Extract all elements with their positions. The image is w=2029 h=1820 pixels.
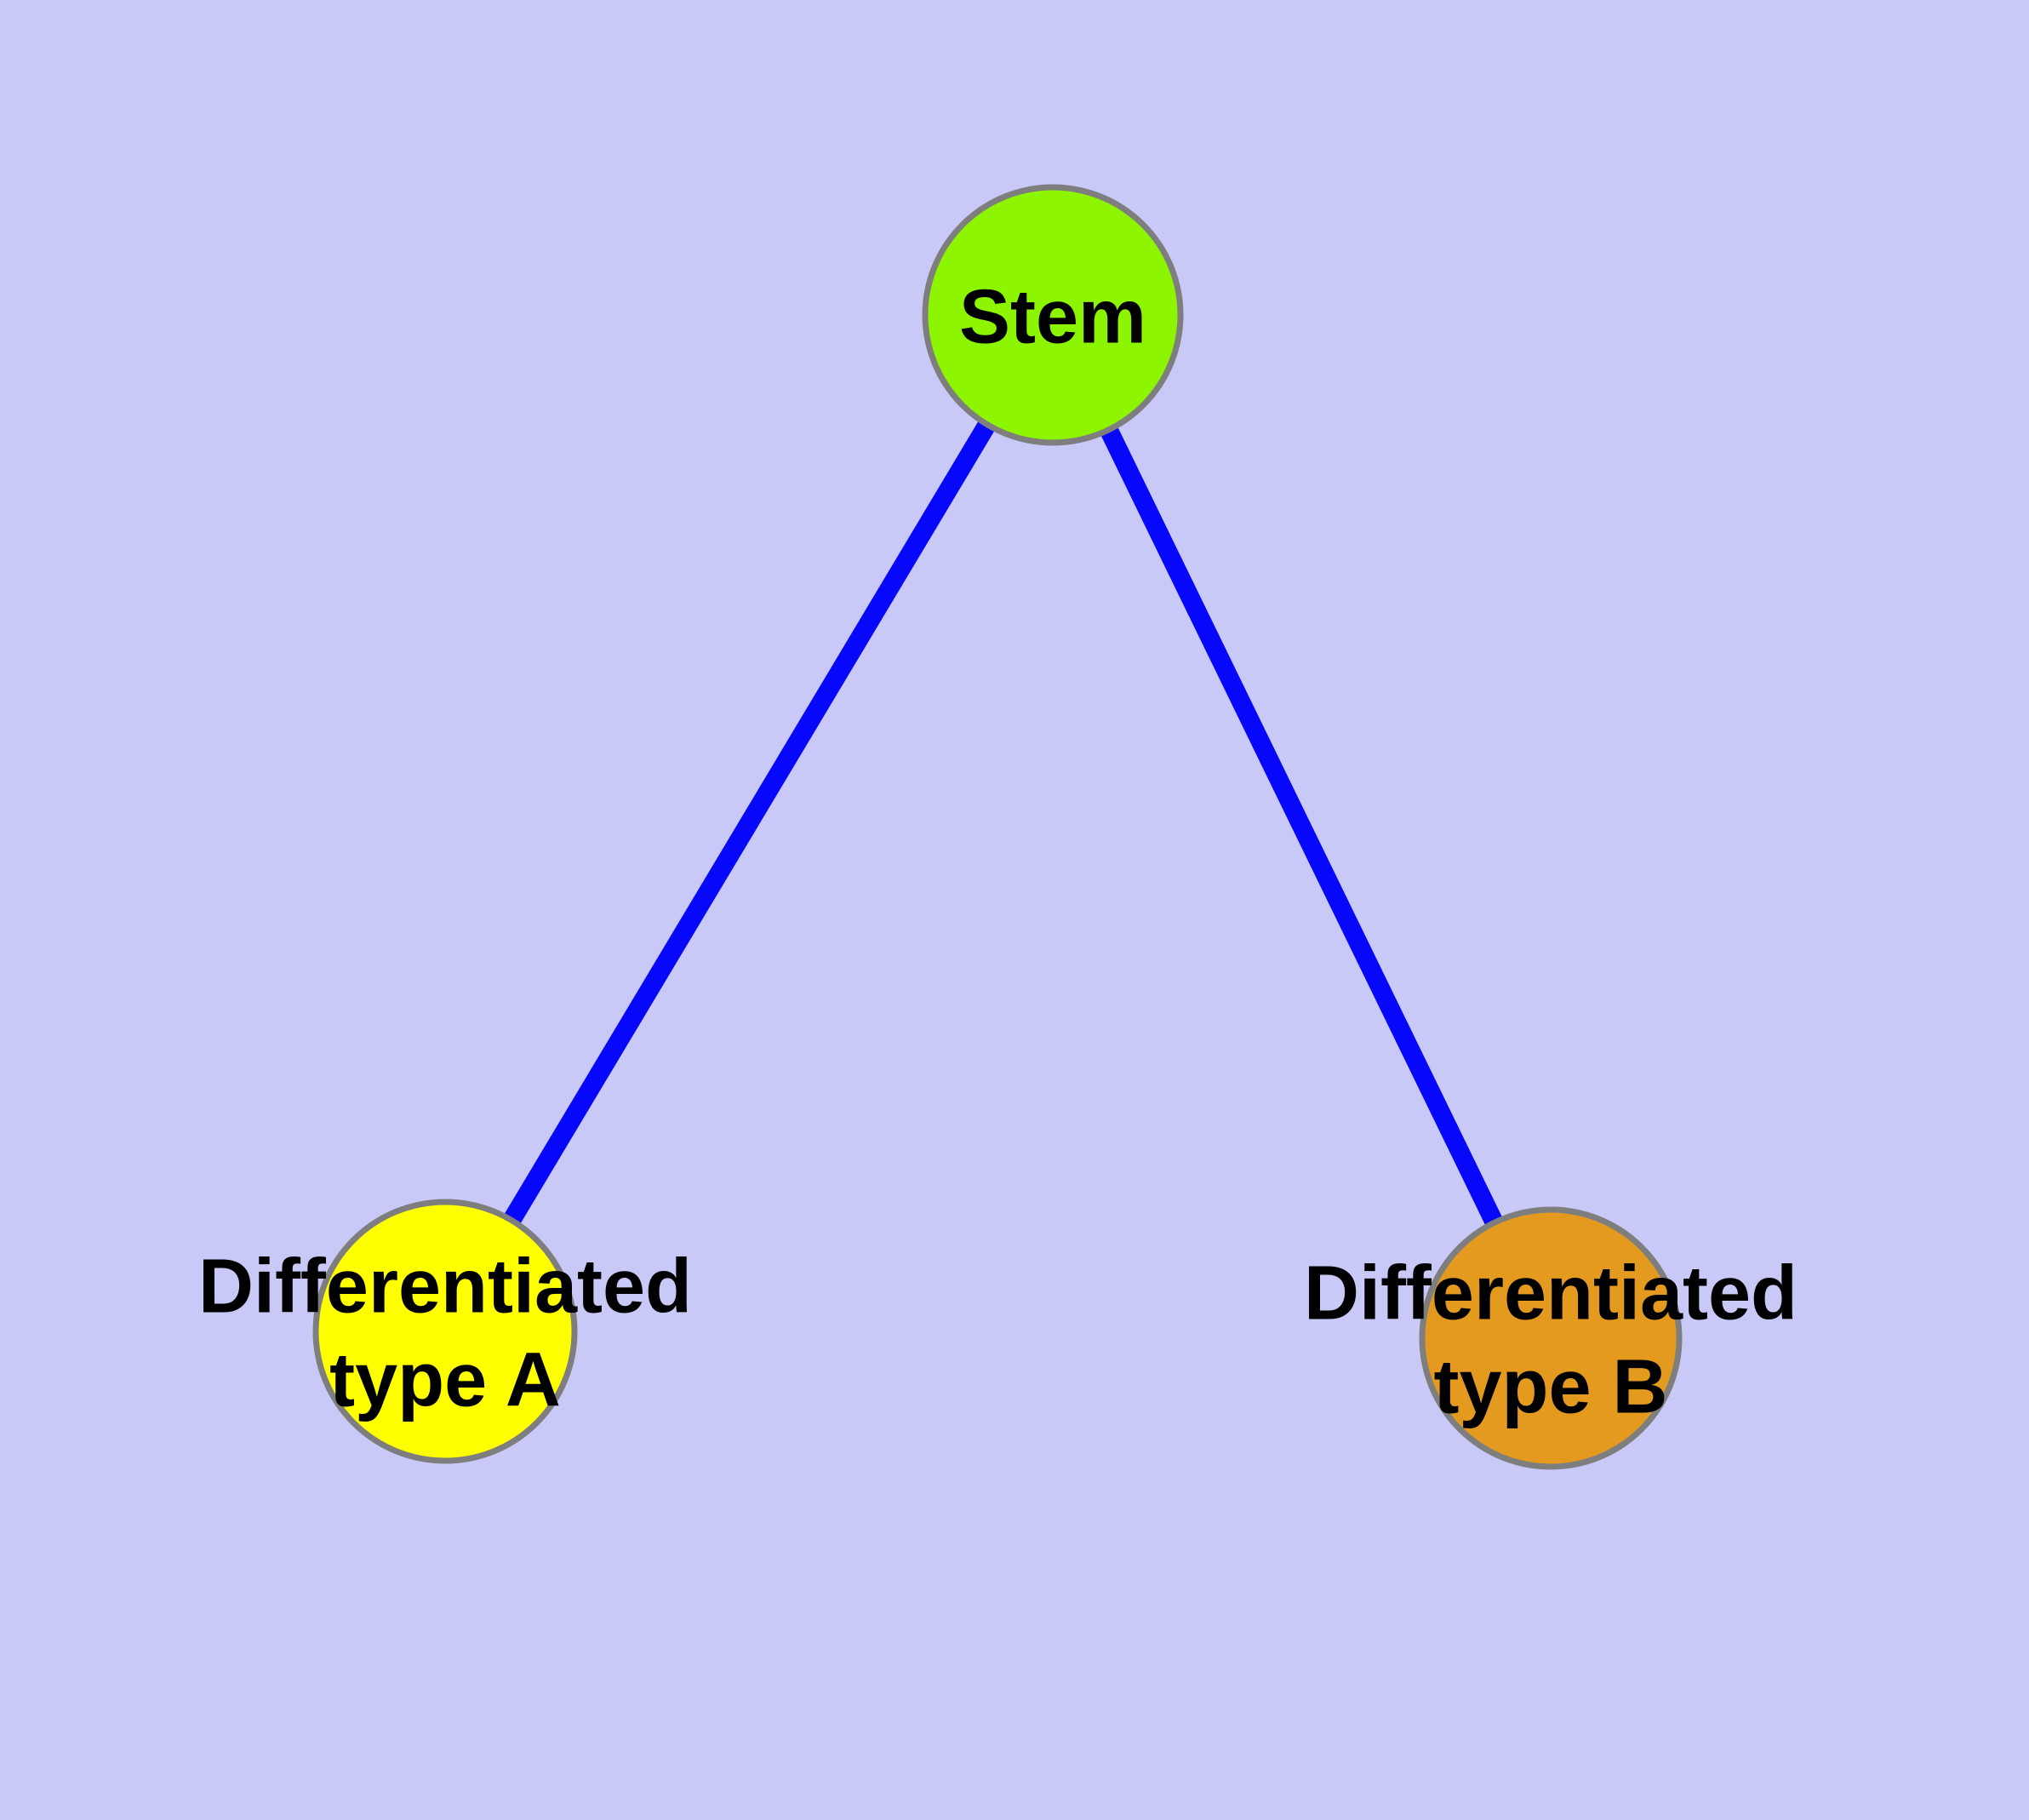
node-layer (312, 184, 1683, 1470)
node-label-differentiated-type-a-line-2: type A (329, 1337, 561, 1422)
node-label-differentiated-type-b-line-1: Differentiated (1304, 1251, 1798, 1336)
edge-stem-to-differentiated-type-b (1044, 311, 1559, 1342)
edge-stem-to-differentiated-type-a (437, 310, 1061, 1336)
node-differentiated-type-a (312, 1199, 578, 1464)
node-label-stem-line-1: Stem (959, 274, 1146, 359)
node-stem (922, 184, 1184, 446)
node-label-differentiated-type-b-line-2: type B (1433, 1344, 1667, 1429)
node-differentiated-type-b (1419, 1206, 1683, 1470)
edge-layer (437, 310, 1559, 1342)
node-label-differentiated-type-a-line-1: Differentiated (198, 1244, 692, 1329)
